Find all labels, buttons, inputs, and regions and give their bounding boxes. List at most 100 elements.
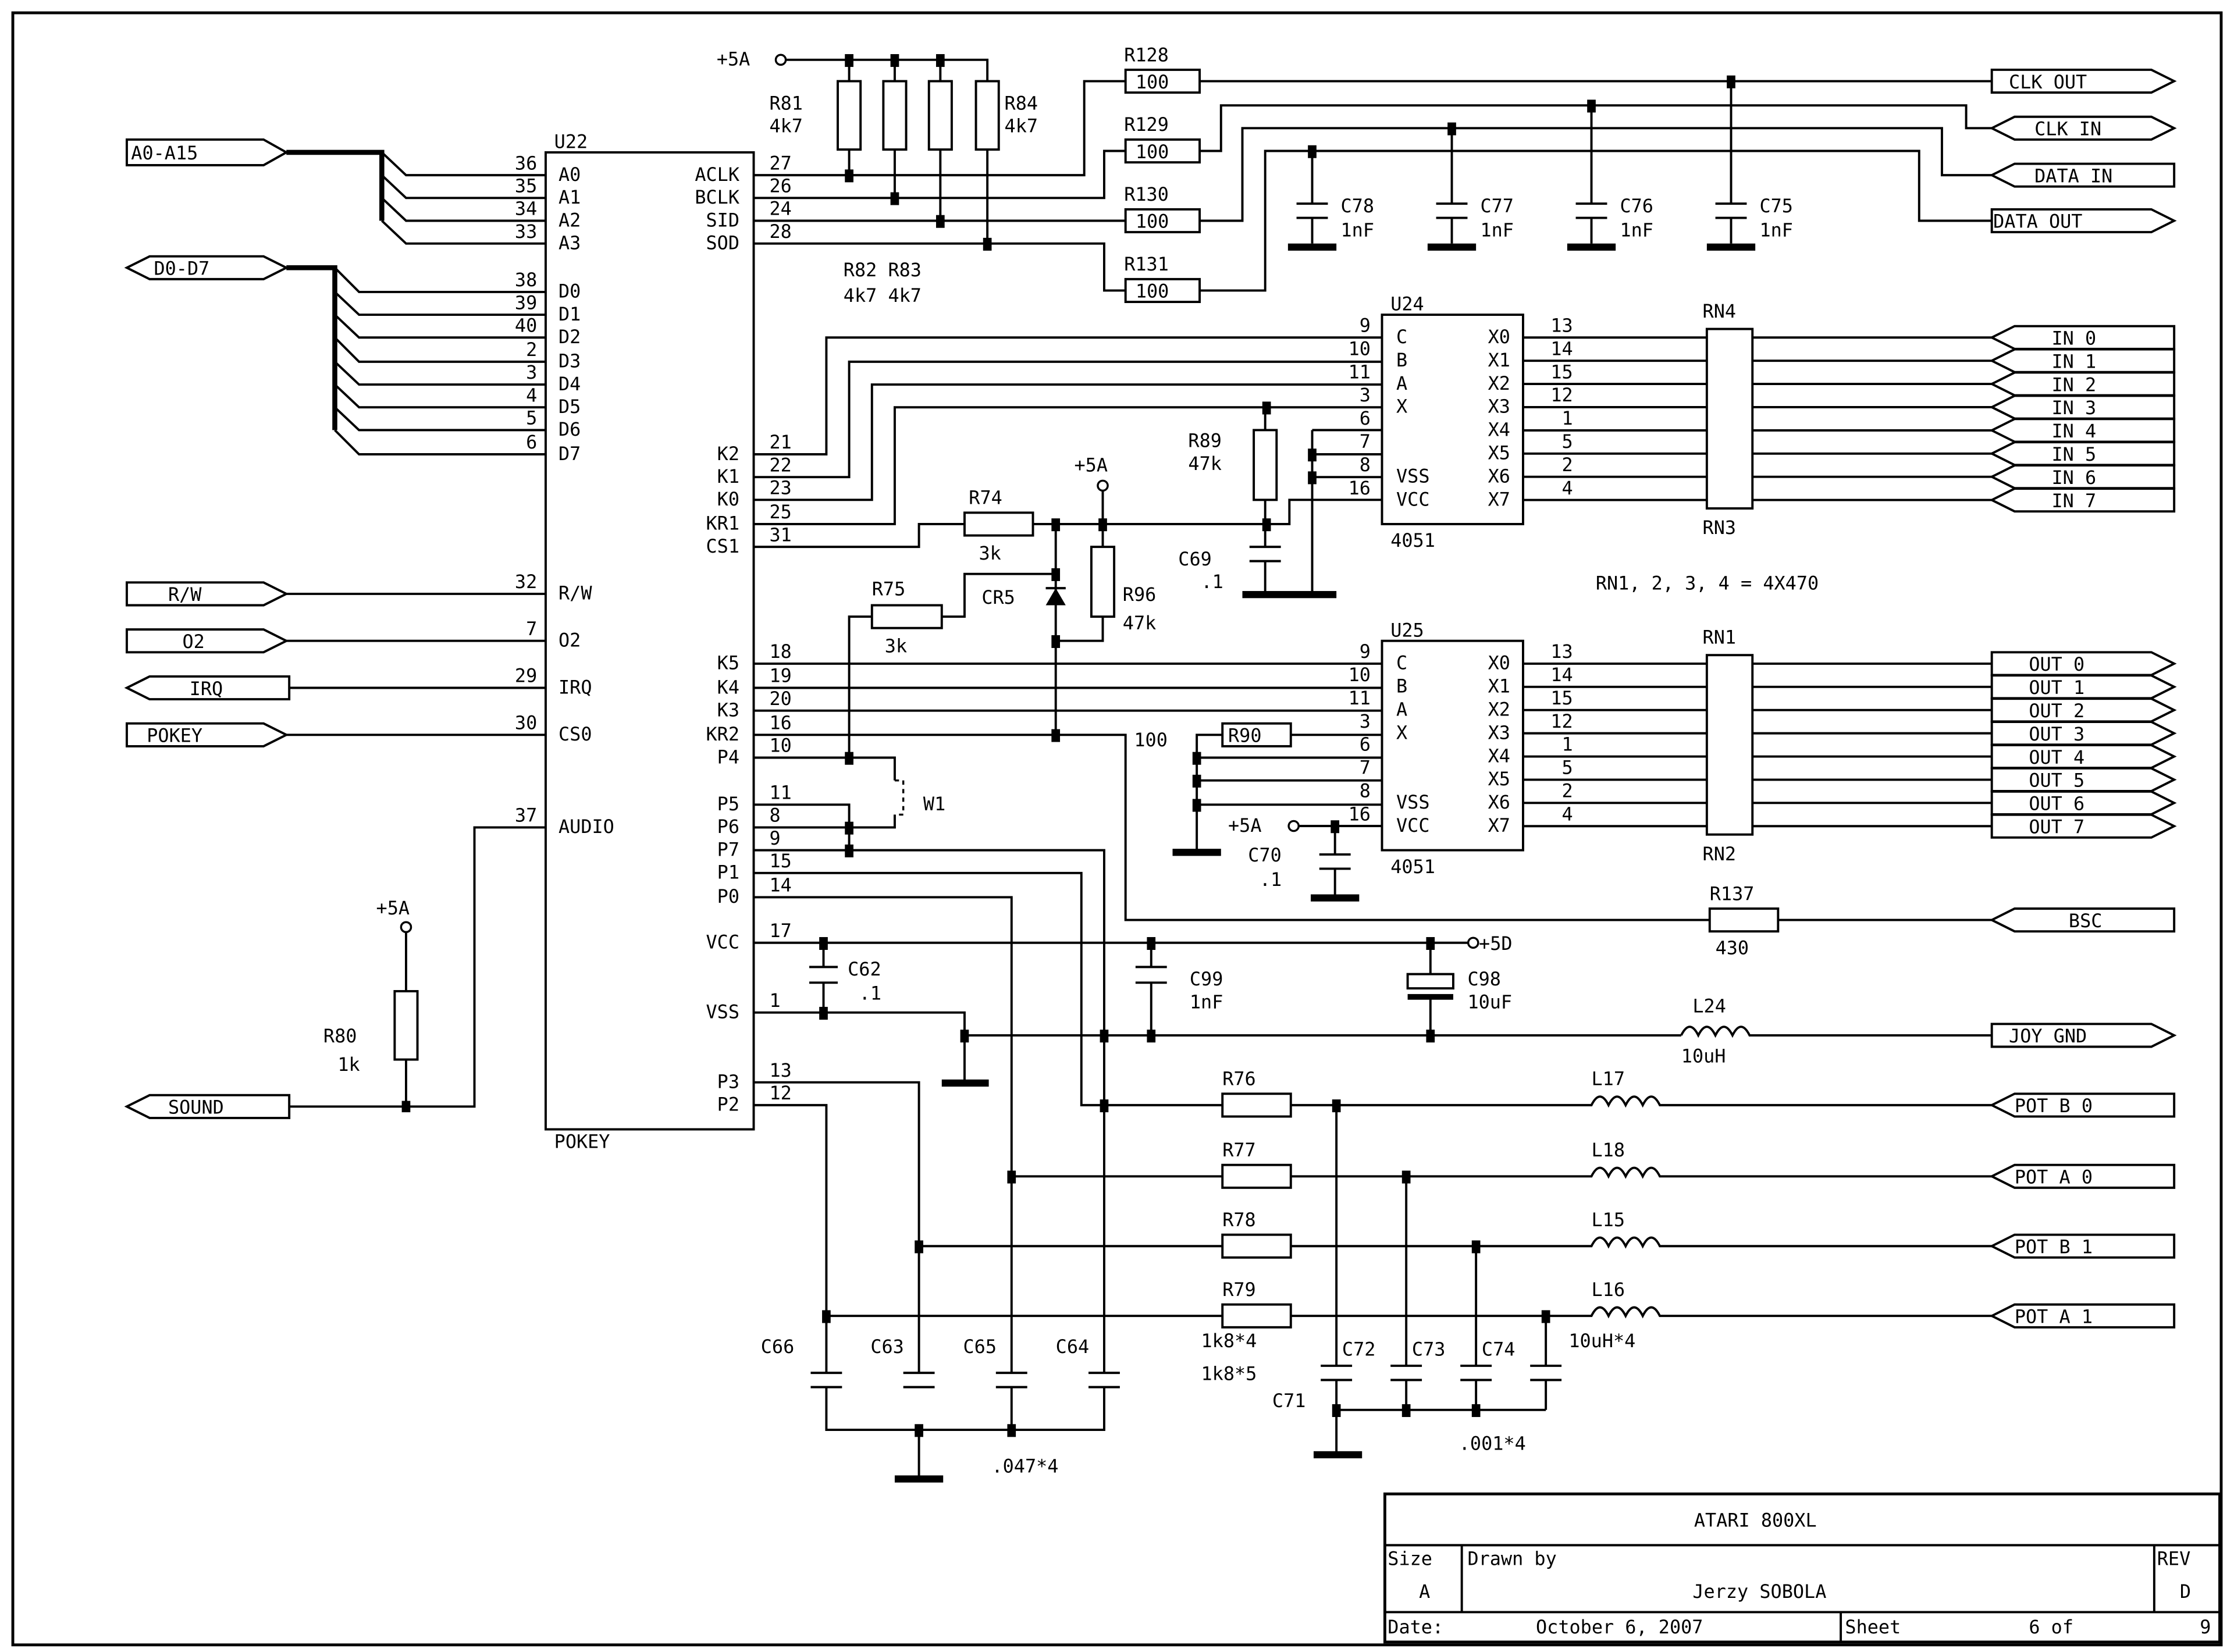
port-in <box>1989 325 2176 350</box>
u22-pin-num: 34 <box>515 198 537 220</box>
mux-part: 4051 <box>1390 856 1435 878</box>
u22-pin-num: 7 <box>526 618 537 640</box>
u22-pin-name: SOD <box>706 232 740 254</box>
l24-ref: L24 <box>1692 995 1726 1017</box>
port-pot <box>1989 1303 2176 1329</box>
l24-val: 10uH <box>1681 1045 1726 1067</box>
ground-symbol <box>1427 243 1477 251</box>
r82-r83-val: 4k7 4k7 <box>844 284 922 307</box>
mux-pin-num: 5 <box>1561 757 1573 779</box>
c-pot-right-ref: C72 <box>1342 1338 1376 1361</box>
port-out <box>1990 651 2177 677</box>
port-out <box>1990 790 2177 816</box>
u22-pin-num: 35 <box>515 175 537 197</box>
mux-pin-num: 5 <box>1561 430 1573 453</box>
mux-pin-name: X5 <box>1488 442 1510 464</box>
port-out <box>1990 721 2177 746</box>
port-pot-label: POT A 0 <box>2015 1166 2093 1188</box>
u22-pin-name: AUDIO <box>558 816 614 838</box>
pot-resistor-ref: R76 <box>1222 1068 1256 1090</box>
r90-val: 100 <box>1134 729 1168 751</box>
rn-note: RN1, 2, 3, 4 = 4X470 <box>1596 572 1819 594</box>
port-data-in: DATA IN <box>2034 165 2112 187</box>
cap-val: 1nF <box>1759 219 1793 241</box>
mux-pin-name: B <box>1396 349 1407 371</box>
r84-val: 4k7 <box>1005 115 1038 137</box>
port-in-label: IN 0 <box>2052 327 2097 349</box>
mux-pin-num: 16 <box>1349 477 1371 499</box>
u22-pin-num: 3 <box>526 361 537 383</box>
mux-pin-name: X1 <box>1488 349 1510 371</box>
mux-pin-name: VSS <box>1396 791 1430 813</box>
c-pot-left-ref: C66 <box>761 1336 795 1358</box>
u22-pin-name: K1 <box>717 465 739 487</box>
c-pot-right-ref: C74 <box>1482 1338 1516 1361</box>
port-clk-out: CLK OUT <box>2009 71 2087 93</box>
size-label: Size <box>1388 1548 1432 1570</box>
u22-pin-num: 1 <box>769 989 780 1012</box>
u22-pin-name: K2 <box>717 443 739 465</box>
mux-pin-num: 7 <box>1360 757 1371 779</box>
port-in-label: IN 1 <box>2052 350 2097 372</box>
port-pot-label: POT A 1 <box>2015 1305 2093 1327</box>
w1-ref: W1 <box>923 793 945 815</box>
r74-val: 3k <box>979 542 1001 564</box>
u22-pin-num: 11 <box>769 781 791 803</box>
r130-ref: R130 <box>1124 183 1169 205</box>
pot-resistor-ref: R79 <box>1222 1279 1256 1301</box>
u22-pin-num: 32 <box>515 571 537 593</box>
r128-val: 100 <box>1136 71 1169 93</box>
u22-pin-name: O2 <box>558 629 581 651</box>
u22-pokey: U22 POKEY 36A035A134A233A338D039D140D22D… <box>515 131 792 1153</box>
u22-pin-num: 15 <box>769 850 791 872</box>
port-in <box>1989 348 2176 373</box>
c70-ref: C70 <box>1248 844 1282 866</box>
mux-pin-num: 15 <box>1550 361 1573 383</box>
u22-pin-num: 24 <box>769 198 791 220</box>
u22-pin-name: K4 <box>717 676 739 698</box>
u22-pin-num: 16 <box>769 712 791 734</box>
port-in-label: IN 7 <box>2052 490 2097 512</box>
port-out-label: OUT 0 <box>2029 653 2084 675</box>
title-block: ATARI 800XL Size A Drawn by Jerzy SOBOLA… <box>1383 1492 2221 1644</box>
port-bsc: BSC <box>2069 910 2103 932</box>
mux-pin-name: X3 <box>1488 721 1510 743</box>
port-sound: SOUND <box>168 1096 224 1119</box>
r84-ref: R84 <box>1005 92 1038 115</box>
mux-pin-num: 9 <box>1360 314 1371 336</box>
u22-pin-name: KR2 <box>706 723 740 745</box>
mux-pin-num: 15 <box>1550 687 1573 709</box>
rail-label: +5A <box>1228 814 1262 836</box>
u22-pin-name: P7 <box>717 838 739 860</box>
u22-pin-name: P5 <box>717 793 739 815</box>
c-pot-right-val: .001*4 <box>1459 1432 1526 1454</box>
port-out <box>1990 813 2177 839</box>
control-ports: R/W O2 IRQ POKEY SOUND +5A R80 1k <box>124 581 546 1119</box>
u22-pin-name: P6 <box>717 816 739 838</box>
mux-pin-name: X4 <box>1488 745 1510 767</box>
u22-pin-name: CS1 <box>706 535 740 557</box>
r80-val: 1k <box>337 1053 360 1076</box>
u22-pin-name: D7 <box>558 443 581 465</box>
c-pot-left-ref: C63 <box>870 1336 904 1358</box>
pot-resistor-ref: R77 <box>1222 1139 1256 1161</box>
mux-pin-num: 11 <box>1349 361 1371 383</box>
u22-pin-name: K3 <box>717 699 739 721</box>
pot-inductor-ref: L18 <box>1592 1139 1625 1161</box>
r80-ref: R80 <box>323 1025 357 1047</box>
u22-pin-num: 22 <box>769 454 791 476</box>
mux-pin-num: 1 <box>1561 734 1573 756</box>
data-bus: D0-D7 <box>124 255 546 455</box>
date-value: October 6, 2007 <box>1536 1616 1703 1638</box>
port-in <box>1989 441 2176 467</box>
c98-ref: C98 <box>1467 968 1501 990</box>
u22-pin-num: 18 <box>769 640 791 663</box>
u22-pin-name: D3 <box>558 350 581 372</box>
cap-val: 1nF <box>1480 219 1514 241</box>
port-rw: R/W <box>168 583 202 606</box>
drawn-by-label: Drawn by <box>1467 1548 1556 1570</box>
u22-pin-num: 9 <box>769 827 780 849</box>
size-value: A <box>1419 1580 1430 1603</box>
u22-pin-name: K5 <box>717 652 739 674</box>
port-pot <box>1989 1163 2176 1189</box>
